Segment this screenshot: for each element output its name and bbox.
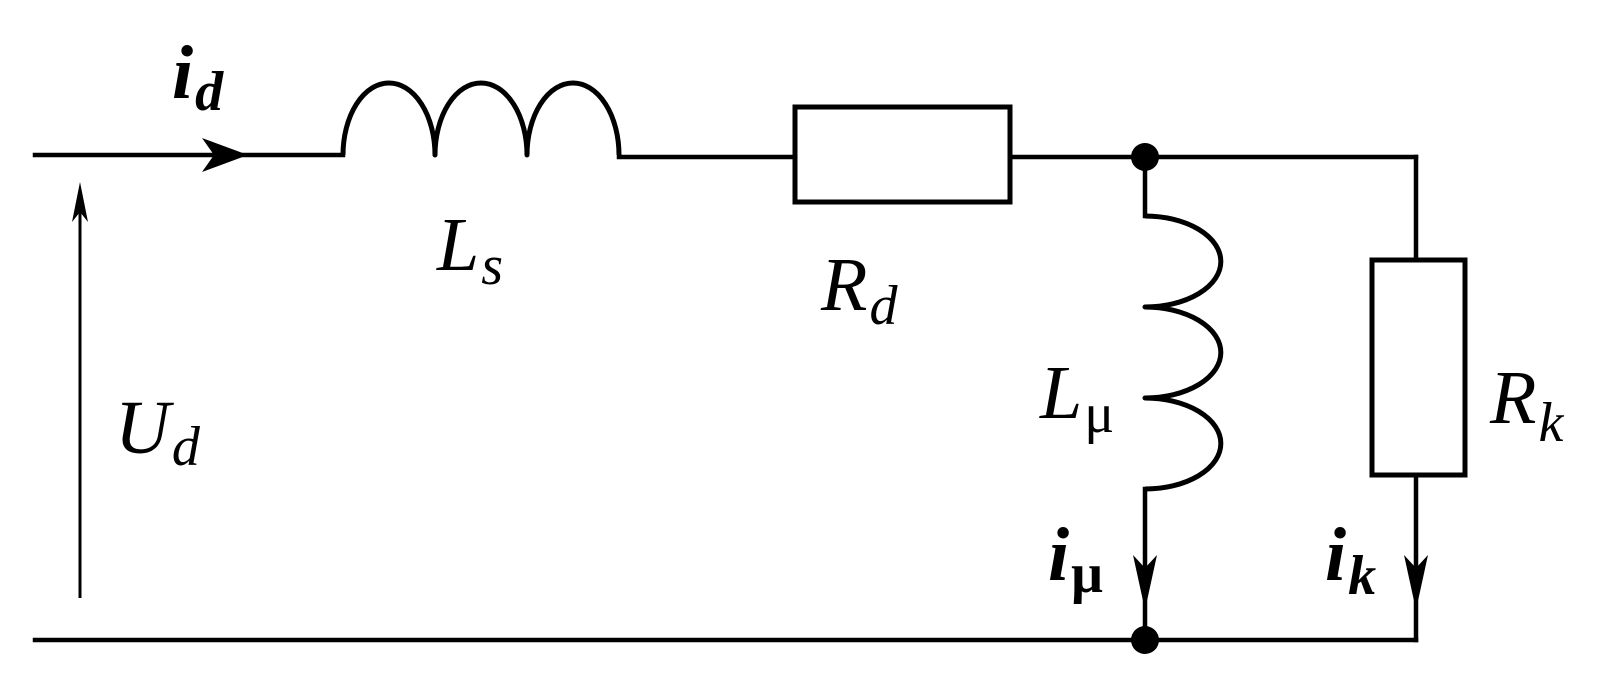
label-ik-main: i — [1325, 513, 1346, 597]
label-rk-sub: k — [1538, 392, 1564, 454]
label-ud-main: U — [115, 386, 174, 470]
label-id-main: i — [172, 31, 193, 115]
label-id-sub: d — [195, 61, 224, 123]
label-imu: iμ — [1048, 513, 1103, 605]
current-arrow-ik — [1404, 555, 1428, 610]
label-rk: Rk — [1489, 356, 1564, 454]
current-arrow-id — [202, 138, 248, 172]
current-arrow-imu — [1133, 555, 1157, 610]
label-rd: Rd — [820, 243, 898, 337]
label-imu-main: i — [1048, 513, 1069, 597]
inductor-ls — [340, 80, 622, 158]
label-imu-sub: μ — [1071, 543, 1103, 605]
label-lmu-sub: μ — [1084, 383, 1114, 445]
label-ls: Ls — [436, 203, 503, 297]
label-ls-main: L — [436, 203, 479, 287]
junction-node-bottom — [1131, 626, 1159, 654]
label-ik: ik — [1325, 513, 1376, 607]
resistor-rd — [792, 104, 1013, 205]
label-ud-sub: d — [172, 416, 201, 478]
label-rk-main: R — [1489, 356, 1536, 440]
label-lmu-main: L — [1039, 351, 1082, 435]
inductor-lmu — [1142, 213, 1224, 492]
label-rd-main: R — [820, 243, 867, 327]
label-ls-sub: s — [481, 235, 503, 297]
label-lmu: Lμ — [1039, 351, 1114, 445]
label-id: id — [172, 31, 224, 123]
label-ik-sub: k — [1348, 545, 1376, 607]
label-rd-sub: d — [869, 275, 898, 337]
label-ud: Ud — [115, 386, 201, 478]
voltage-arrow-ud-head — [72, 182, 88, 222]
resistor-rk — [1369, 257, 1468, 478]
